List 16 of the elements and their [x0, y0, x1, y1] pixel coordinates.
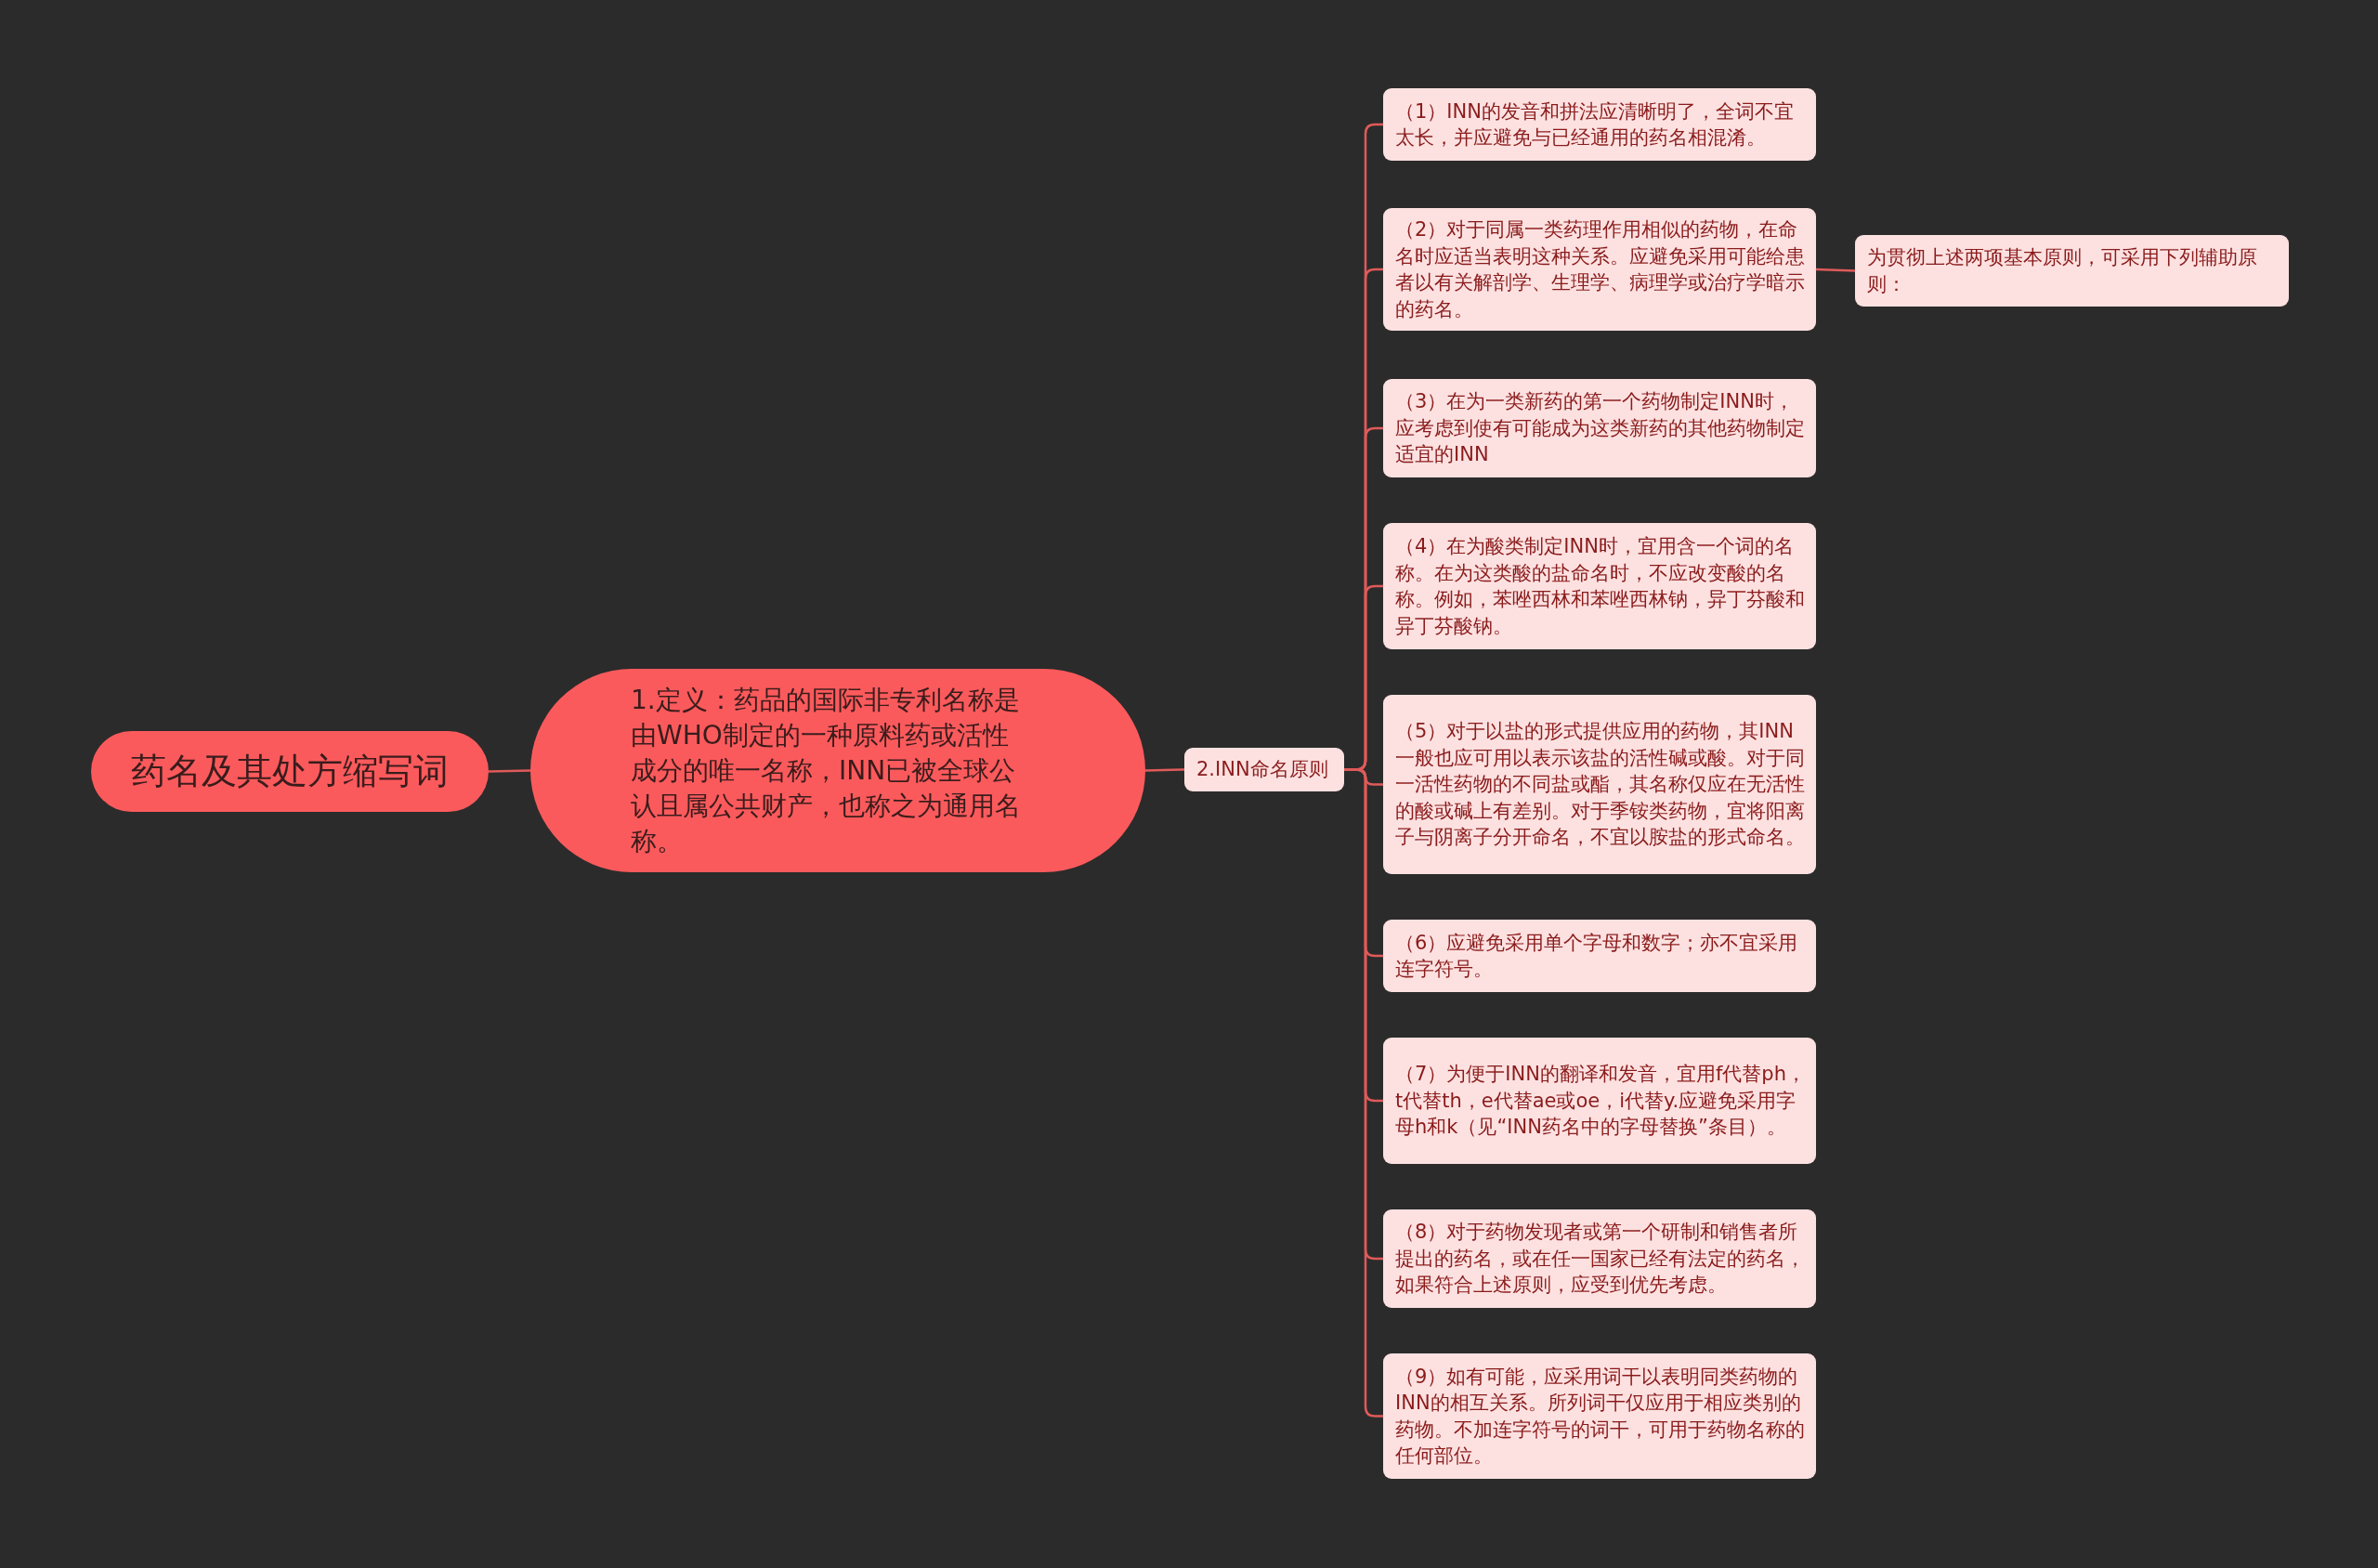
subtopic-box: （7）为便于INN的翻译和发音，宜用f代替ph，t代替th，e代替ae或oe，i代替y.应避免采用字母h和k（见“INN药名中的字母替换”条目）。	[1383, 1038, 1816, 1164]
central-topic: 药名及其处方缩写词	[91, 731, 489, 812]
connector-line	[1144, 768, 1185, 772]
subtopic-box: （4）在为酸类制定INN时，宜用含一个词的名称。在为这类酸的盐命名时，不应改变酸的名称。例如，苯唑西林和苯唑西林钠，异丁芬酸和异丁芬酸钠。	[1383, 523, 1816, 649]
subtopic-box: （6）应避免采用单个字母和数字；亦不宜采用连字符号。	[1383, 920, 1816, 992]
subtopic-box: （8）对于药物发现者或第一个研制和销售者所提出的药名，或在任一国家已经有法定的药名，如果符合上述原则，应受到优先考虑。	[1383, 1209, 1816, 1308]
topic-bubble: 1.定义：药品的国际非专利名称是由WHO制定的一种原料药或活性成分的唯一名称，INN已被全球公认且属公共财产，也称之为通用名称。	[530, 669, 1145, 872]
subtopic-box: （3）在为一类新药的第一个药物制定INN时，应考虑到使有可能成为这类新药的其他药物制定适宜的INN	[1383, 379, 1816, 477]
subtopic-box: （1）INN的发音和拼法应清晰明了，全词不宜太长，并应避免与已经通用的药名相混淆。	[1383, 88, 1816, 161]
subtopic-box: 为贯彻上述两项基本原则，可采用下列辅助原则：	[1855, 235, 2289, 307]
subtopic-box: （5）对于以盐的形式提供应用的药物，其INN一般也应可用以表示该盐的活性碱或酸。对于同一活性药物的不同盐或酯，其名称仅应在无活性的酸或碱上有差别。对于季铵类药物，宜将阳离子与阴离子分开命名，不宜以胺盐的形式命名。	[1383, 695, 1816, 874]
connector-line	[488, 769, 531, 773]
subtopic-box: （9）如有可能，应采用词干以表明同类药物的INN的相互关系。所列词干仅应用于相应类别的药物。不加连字符号的词干，可用于药物名称的任何部位。	[1383, 1353, 1816, 1479]
subtopic-box: 2.INN命名原则	[1184, 748, 1344, 791]
subtopic-box: （2）对于同属一类药理作用相似的药物，在命名时应适当表明这种关系。应避免采用可能给患者以有关解剖学、生理学、病理学或治疗学暗示的药名。	[1383, 208, 1816, 331]
connector-line	[1815, 268, 1856, 272]
